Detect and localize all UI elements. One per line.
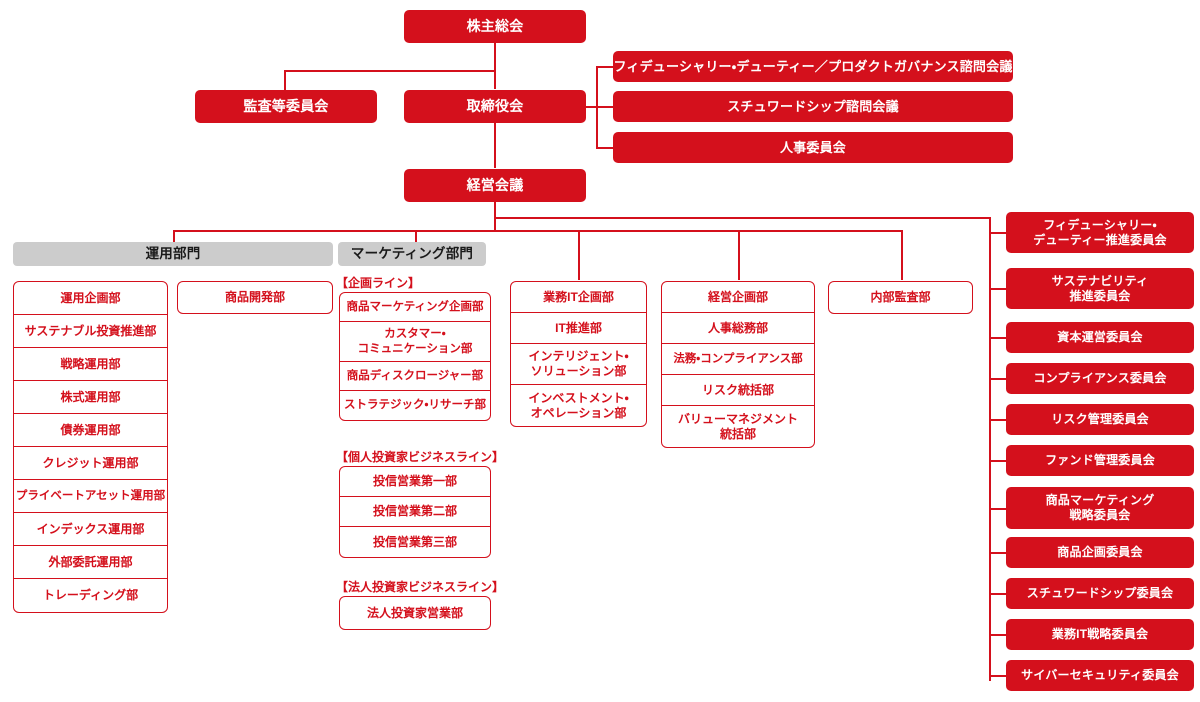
box-committee-8[interactable]: 商品企画委員会	[1006, 537, 1194, 568]
box-shareholders-meeting[interactable]: 株主総会	[404, 10, 586, 43]
connector-council-stub-3	[596, 147, 614, 149]
dept-it-3[interactable]: インテリジェント・ ソリューション部	[511, 344, 646, 385]
dept-investment-5[interactable]: 債券運用部	[14, 414, 167, 447]
box-board-of-directors[interactable]: 取締役会	[404, 90, 586, 123]
stack-marketing-institutional: 法人投資家営業部	[339, 596, 491, 630]
connector-council-stub-1	[596, 66, 614, 68]
connector-audit-down	[284, 70, 286, 90]
box-advisory-council-1[interactable]: フィデューシャリー・デューティー／プロダクトガバナンス諮問会議	[613, 51, 1013, 82]
division-header-investment: 運用部門	[13, 242, 333, 266]
marketing-line-label-1: 【企画ライン】	[336, 276, 421, 290]
marketing-line-label-3: 【法人投資家ビジネスライン】	[336, 580, 505, 594]
connector-committee-stub-1	[989, 232, 1007, 234]
connector-committee-stub-3	[989, 337, 1007, 339]
connector-drop-internal-audit	[901, 230, 903, 280]
dept-marketing-retail-3[interactable]: 投信営業第三部	[372, 534, 457, 549]
dept-investment-2[interactable]: サステナブル投資推進部	[14, 315, 167, 348]
dept-corp-4[interactable]: リスク統括部	[662, 375, 814, 406]
dept-investment-10[interactable]: トレーディング部	[42, 588, 139, 603]
stack-marketing-planning: 商品マーケティング企画部 カスタマー・ コミュニケーション部 商品ディスクロージ…	[339, 292, 491, 421]
dept-investment-6[interactable]: クレジット運用部	[14, 447, 167, 480]
box-management-meeting[interactable]: 経営会議	[404, 169, 586, 202]
connector-committee-stub-2	[989, 288, 1007, 290]
connector-committee-stub-10	[989, 634, 1007, 636]
dept-corp-1[interactable]: 経営企画部	[662, 282, 814, 313]
dept-marketing-plan-3[interactable]: 商品ディスクロージャー部	[340, 362, 490, 391]
dept-marketing-retail-2[interactable]: 投信営業第二部	[340, 497, 490, 527]
dept-investment-8[interactable]: インデックス運用部	[14, 513, 167, 546]
box-committee-6[interactable]: ファンド管理委員会	[1006, 445, 1194, 476]
box-committee-9[interactable]: スチュワードシップ委員会	[1006, 578, 1194, 609]
box-committee-5[interactable]: リスク管理委員会	[1006, 404, 1194, 435]
division-header-marketing: マーケティング部門	[338, 242, 486, 266]
connector-shareholders-down	[494, 42, 496, 89]
stack-it-departments: 業務IT企画部 IT推進部 インテリジェント・ ソリューション部 インベストメン…	[510, 281, 647, 427]
marketing-line-label-2: 【個人投資家ビジネスライン】	[336, 450, 505, 464]
dept-investment-3[interactable]: 戦略運用部	[14, 348, 167, 381]
dept-marketing-plan-1[interactable]: 商品マーケティング企画部	[340, 293, 490, 322]
dept-it-2[interactable]: IT推進部	[511, 313, 646, 344]
stack-marketing-retail: 投信営業第一部 投信営業第二部 投信営業第三部	[339, 466, 491, 558]
connector-committee-stub-11	[989, 675, 1007, 677]
box-committee-7[interactable]: 商品マーケティング 戦略委員会	[1006, 487, 1194, 529]
dept-marketing-plan-4[interactable]: ストラテジック・リサーチ部	[344, 399, 486, 412]
dept-investment-9[interactable]: 外部委託運用部	[14, 546, 167, 579]
dept-marketing-inst-1[interactable]: 法人投資家営業部	[366, 605, 463, 620]
connector-committee-stub-7	[989, 508, 1007, 510]
box-audit-committee[interactable]: 監査等委員会	[195, 90, 377, 123]
dept-marketing-retail-1[interactable]: 投信営業第一部	[340, 467, 490, 497]
connector-committee-stub-4	[989, 378, 1007, 380]
dept-investment-7[interactable]: プライベートアセット運用部	[14, 480, 167, 513]
connector-committee-stub-6	[989, 460, 1007, 462]
dept-internal-audit[interactable]: 内部監査部	[828, 281, 973, 314]
connector-council-stub-2	[596, 106, 614, 108]
stack-investment-departments: 運用企画部 サステナブル投資推進部 戦略運用部 株式運用部 債券運用部 クレジッ…	[13, 281, 168, 613]
connector-drop-it	[578, 230, 580, 280]
connector-committee-stub-5	[989, 419, 1007, 421]
connector-shareholders-to-audit	[284, 70, 495, 72]
connector-management-down	[494, 201, 496, 232]
connector-bar-to-committees	[494, 217, 991, 219]
connector-main-bar	[173, 230, 903, 232]
box-committee-11[interactable]: サイバーセキュリティ委員会	[1006, 660, 1194, 691]
stack-corporate-departments: 経営企画部 人事総務部 法務・コンプライアンス部 リスク統括部 バリューマネジメ…	[661, 281, 815, 448]
dept-product-development[interactable]: 商品開発部	[177, 281, 333, 314]
dept-it-1[interactable]: 業務IT企画部	[511, 282, 646, 313]
connector-committee-stub-8	[989, 552, 1007, 554]
box-committee-2[interactable]: サステナビリティ 推進委員会	[1006, 268, 1194, 309]
connector-board-to-management	[494, 122, 496, 168]
box-committee-10[interactable]: 業務IT戦略委員会	[1006, 619, 1194, 650]
box-committee-1[interactable]: フィデューシャリー・ デューティー推進委員会	[1006, 212, 1194, 253]
dept-corp-5[interactable]: バリューマネジメント 統括部	[677, 411, 798, 441]
connector-committee-stub-9	[989, 593, 1007, 595]
box-advisory-council-2[interactable]: スチュワードシップ諮問会議	[613, 91, 1013, 122]
dept-it-4[interactable]: インベストメント・ オペレーション部	[528, 390, 629, 420]
connector-drop-investment	[173, 230, 175, 242]
dept-investment-1[interactable]: 運用企画部	[14, 282, 167, 315]
dept-investment-4[interactable]: 株式運用部	[14, 381, 167, 414]
dept-corp-3[interactable]: 法務・コンプライアンス部	[662, 344, 814, 375]
box-committee-4[interactable]: コンプライアンス委員会	[1006, 363, 1194, 394]
dept-corp-2[interactable]: 人事総務部	[662, 313, 814, 344]
dept-marketing-plan-2[interactable]: カスタマー・ コミュニケーション部	[340, 322, 490, 362]
connector-committee-spine	[989, 217, 991, 681]
connector-drop-marketing	[415, 230, 417, 242]
box-committee-3[interactable]: 資本運営委員会	[1006, 322, 1194, 353]
box-advisory-council-3[interactable]: 人事委員会	[613, 132, 1013, 163]
connector-drop-corporate	[738, 230, 740, 280]
